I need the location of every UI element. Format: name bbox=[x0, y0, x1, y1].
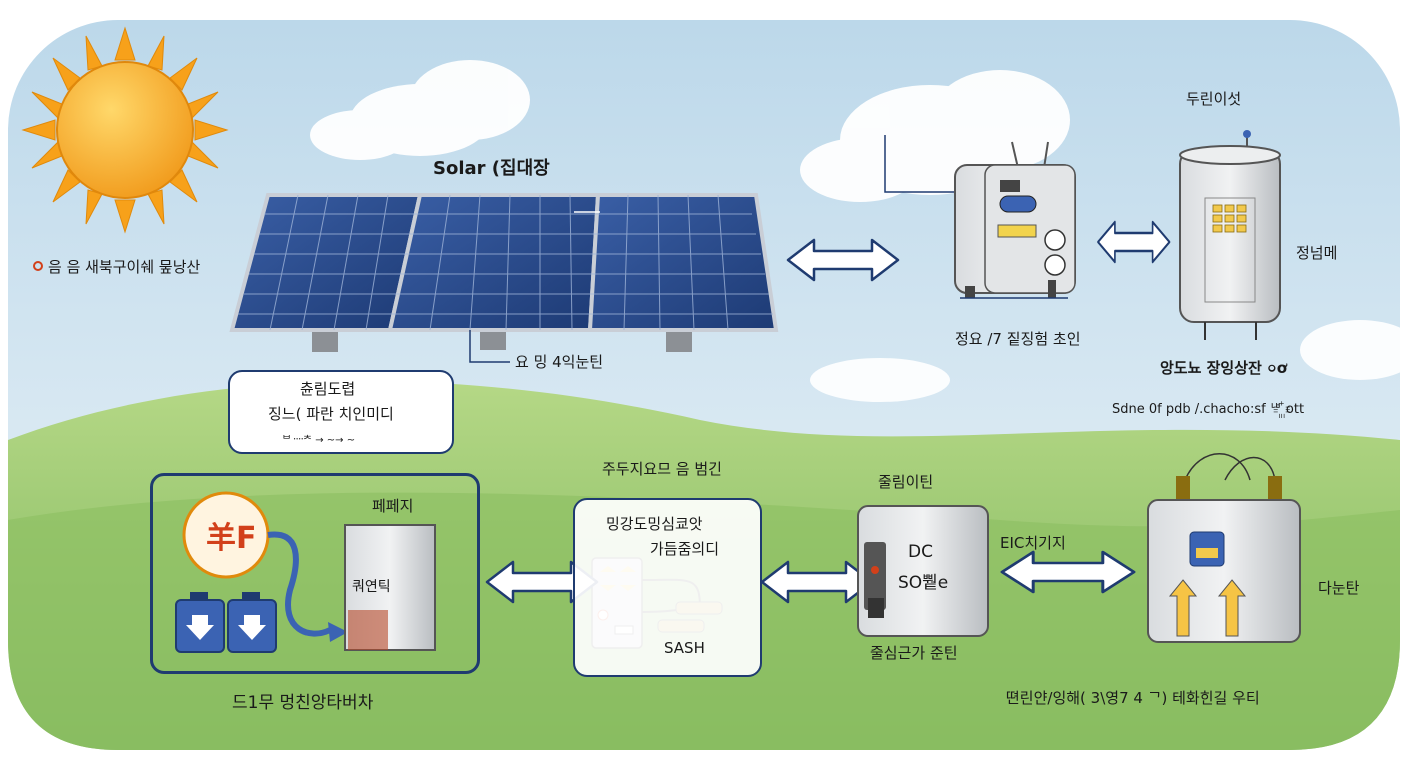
solar-title: Solar (집대장 bbox=[433, 158, 550, 179]
svg-text:羊F: 羊F bbox=[206, 521, 257, 556]
dc-line-1: DC bbox=[908, 542, 933, 562]
power-plug-icon: 羊F bbox=[182, 491, 348, 642]
info-line-2: 징느( 파란 치인미디 bbox=[268, 405, 394, 423]
info-box bbox=[228, 370, 454, 454]
dc-box-icon bbox=[857, 505, 989, 637]
inverter-icon bbox=[884, 135, 1076, 299]
kit-box bbox=[150, 473, 480, 674]
dc-top-label: 줄림이틴 bbox=[878, 473, 934, 491]
right-label: 다눈탄 bbox=[1318, 579, 1360, 597]
inverter-caption: 정요 /7 짙징험 초인 bbox=[955, 330, 1081, 348]
bottom-right-caption: 뗜린얀/잉해( 3\영7 4 ᄀ) 테화힌길 우티 bbox=[1006, 689, 1260, 707]
dc-line-2: SO쀁e bbox=[898, 573, 949, 593]
kit-caption: 드1무 멍친앙타버차 bbox=[232, 693, 374, 713]
info-line-1: 츈림도렵 bbox=[300, 380, 356, 398]
sun-icon bbox=[21, 26, 229, 234]
tank-icon bbox=[1179, 130, 1281, 340]
tank-subcaption: Sdne 0f pdb /.chacho:sf ᄖ꙲ ott bbox=[1112, 402, 1305, 417]
dc-caption: 줄심근가 준틴 bbox=[870, 644, 958, 662]
tank-top-label: 두린이섯 bbox=[1186, 90, 1242, 108]
tank-caption: 앙도뇨 장잉상잔 ০ơ bbox=[1160, 359, 1288, 377]
middle-line-2: 가듬줌의디 bbox=[650, 540, 720, 558]
middle-line-1: 밍강도밍심쿄앗 bbox=[606, 515, 703, 533]
tank-right-label: 정넘메 bbox=[1296, 244, 1338, 262]
middle-top-label: 주두지요므 음 범긴 bbox=[602, 460, 722, 478]
transformer-icon bbox=[1147, 453, 1301, 643]
controller-box bbox=[573, 498, 762, 677]
info-line-3: ᄇ᠁ᄎ → ~→ ~ bbox=[282, 435, 356, 446]
bullet-icon bbox=[33, 261, 43, 271]
kit-label: 페페지 bbox=[372, 497, 414, 515]
cloud-left bbox=[310, 60, 530, 160]
battery-icon bbox=[175, 592, 277, 653]
solar-panel-icon bbox=[229, 193, 779, 363]
controller-icon bbox=[344, 524, 436, 651]
link-label: EIC치기지 bbox=[1000, 534, 1066, 552]
panel-note: 요 밍 4익눈틴 bbox=[515, 353, 604, 371]
cloud-lower bbox=[810, 320, 1408, 402]
kit-unit-label: 쿼연틱 bbox=[352, 579, 391, 595]
sash-label: SASH bbox=[664, 639, 705, 657]
sun-caption: 음 음 새북구이쉐 뭎낭산 bbox=[48, 258, 201, 276]
